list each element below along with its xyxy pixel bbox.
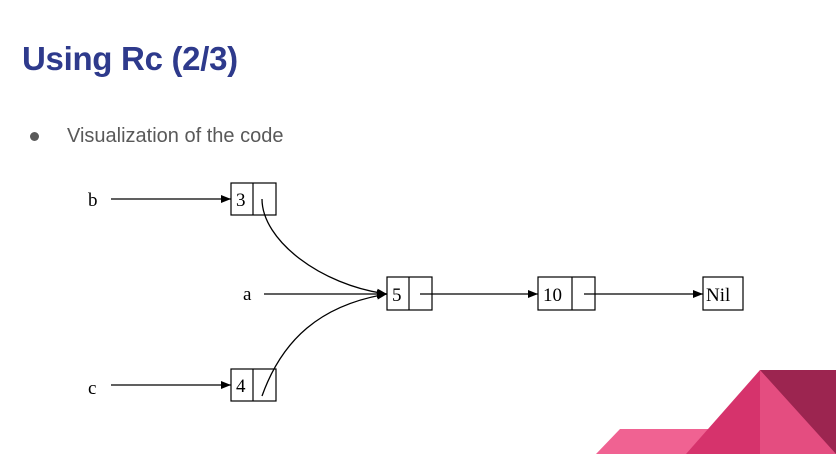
corner-decoration [596,370,836,454]
pointer-4-to-5 [261,291,388,397]
node-5-value: 5 [392,285,402,306]
pointer-3-to-5 [261,198,388,297]
var-label-a: a [243,284,252,305]
node-nil-value: Nil [706,285,730,306]
bullet-dot [30,132,39,141]
bullet-item: Visualization of the code [30,125,283,148]
var-label-c: c [88,378,96,399]
node-nil: Nil [702,276,744,311]
node-10-value: 10 [543,285,562,306]
bullet-text: Visualization of the code [67,125,284,147]
node-4: 4 [230,368,277,402]
slide-title: Using Rc (2/3) [22,40,238,77]
node-3: 3 [230,182,277,216]
var-label-b: b [88,190,98,211]
node-3-value: 3 [236,190,246,211]
node-4-value: 4 [236,376,246,397]
